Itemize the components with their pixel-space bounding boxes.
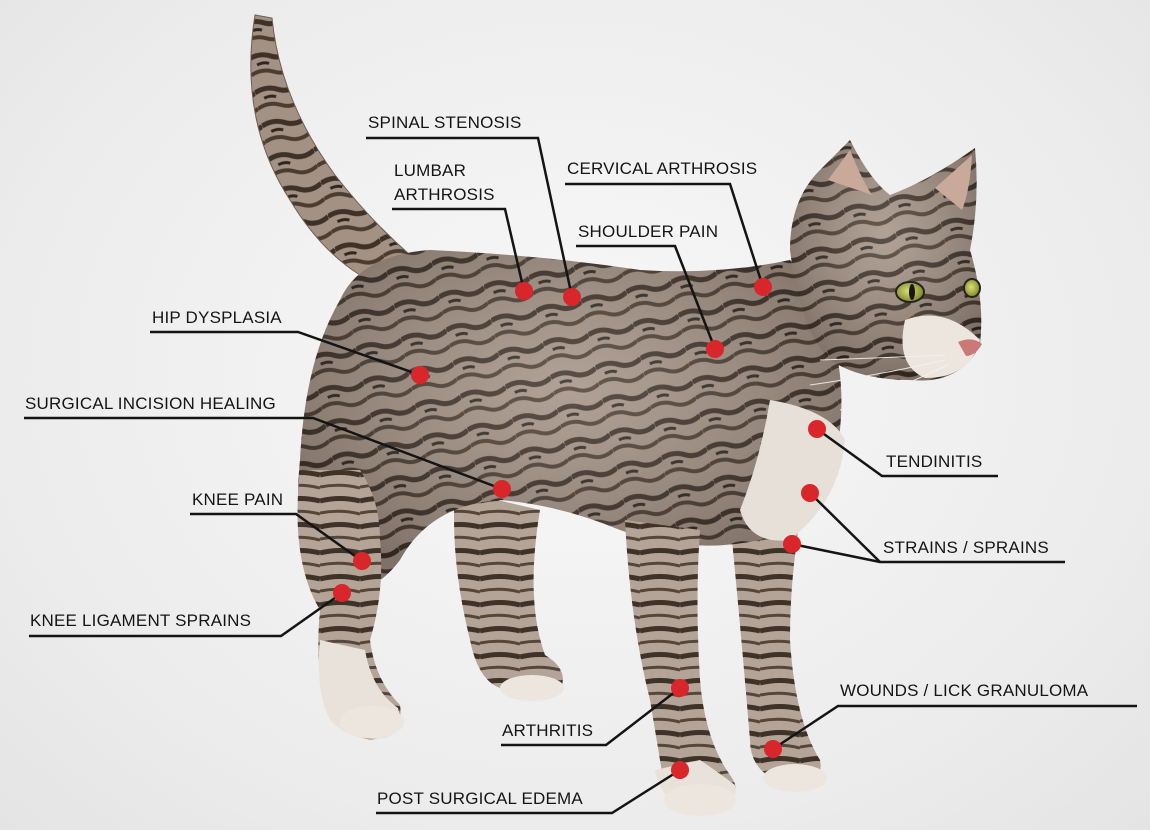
marker-shoulder-pain [706, 340, 724, 358]
leader-strains-1 [810, 493, 880, 562]
marker-arthritis [671, 679, 689, 697]
cat-eye [964, 279, 980, 297]
marker-knee-pain [353, 552, 371, 570]
marker-wounds [764, 740, 782, 758]
marker-spinal-stenosis [563, 288, 581, 306]
marker-strains-2 [783, 535, 801, 553]
marker-knee-ligament [333, 584, 351, 602]
label-spinal-stenosis: SPINAL STENOSIS [368, 112, 522, 134]
cat-paw [664, 784, 736, 816]
label-wounds-lick-granuloma: WOUNDS / LICK GRANULOMA [840, 680, 1088, 702]
label-lumbar-arthrosis-line1: LUMBAR [394, 160, 466, 182]
label-hip-dysplasia: HIP DYSPLASIA [152, 307, 282, 329]
label-post-surgical-edema: POST SURGICAL EDEMA [377, 788, 583, 810]
label-lumbar-arthrosis-line2: ARTHROSIS [394, 184, 495, 206]
label-knee-ligament-sprains: KNEE LIGAMENT SPRAINS [30, 610, 251, 632]
cat-paw [340, 706, 404, 738]
cat-paw [500, 675, 564, 701]
label-tendinitis: TENDINITIS [886, 451, 982, 473]
label-knee-pain: KNEE PAIN [192, 489, 283, 511]
marker-cervical-arthrosis [754, 278, 772, 296]
label-arthritis: ARTHRITIS [502, 720, 593, 742]
label-surgical-incision-healing: SURGICAL INCISION HEALING [25, 393, 276, 415]
marker-strains-1 [801, 484, 819, 502]
label-shoulder-pain: SHOULDER PAIN [578, 221, 718, 243]
label-strains-sprains: STRAINS / SPRAINS [883, 537, 1049, 559]
marker-tendinitis [808, 420, 826, 438]
cat-far-hind-leg [454, 490, 563, 690]
cat-tail [251, 15, 410, 275]
marker-lumbar-arthrosis [515, 282, 533, 300]
marker-surgical-incision [493, 480, 511, 498]
label-cervical-arthrosis: CERVICAL ARTHROSIS [567, 158, 757, 180]
leader-wounds [773, 706, 1137, 749]
marker-post-surgical [671, 761, 689, 779]
cat-paw [763, 764, 827, 792]
marker-hip-dysplasia [411, 366, 429, 384]
